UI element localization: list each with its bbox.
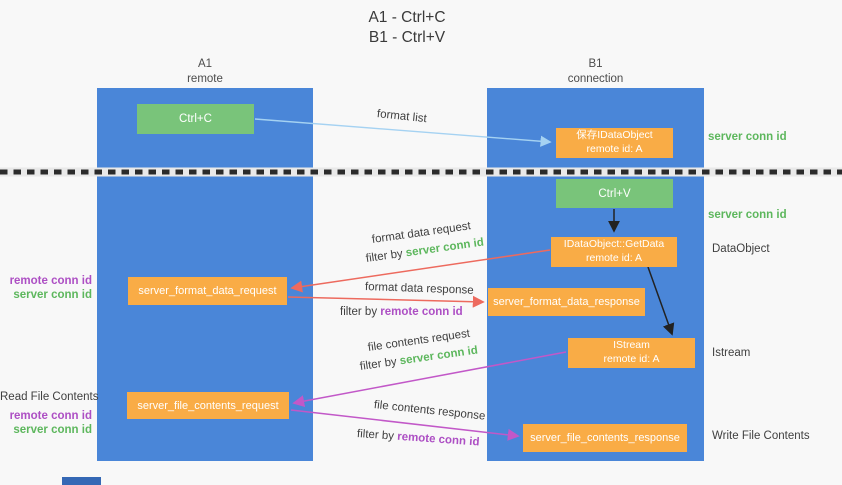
filter-by-text: filter by — [356, 428, 395, 443]
node-save-dataobject-line1: 保存IDataObject — [576, 129, 653, 142]
filter-by-text: filter by — [365, 247, 404, 265]
annotation-server-conn-id-mid: server conn id — [708, 209, 787, 221]
bottom-window-sliver — [62, 477, 101, 485]
annotation-istream: Istream — [712, 347, 751, 359]
title-line-1: A1 - Ctrl+C — [368, 9, 446, 26]
lane-header-b1: B1 connection — [487, 57, 704, 86]
lane-header-a1: A1 remote — [97, 57, 313, 86]
remote-conn-id-text: remote conn id — [380, 306, 463, 318]
annotation-remote-conn-id-2: remote conn id — [9, 410, 92, 422]
remote-conn-id-text: remote conn id — [396, 430, 480, 449]
node-istream: IStream remote id: A — [568, 338, 695, 368]
node-getdata: IDataObject::GetData remote id: A — [551, 237, 677, 267]
edge-label-filter-remote-conn-1: filter by remote conn id — [340, 306, 463, 318]
node-ctrl-c-label: Ctrl+C — [179, 113, 212, 125]
annotation-server-conn-id-top: server conn id — [708, 131, 787, 143]
node-server-file-contents-request-label: server_file_contents_request — [137, 399, 279, 412]
filter-by-text: filter by — [359, 355, 398, 373]
lane-a1-id: A1 — [197, 58, 213, 70]
node-server-format-data-request: server_format_data_request — [128, 277, 287, 305]
edge-label-file-contents-response: file contents response — [373, 399, 486, 423]
edge-label-format-data-response: format data response — [364, 281, 474, 297]
node-server-format-data-response-label: server_format_data_response — [493, 296, 640, 308]
node-istream-line1: IStream — [613, 339, 650, 352]
annotation-server-conn-id-1: server conn id — [13, 289, 92, 301]
lane-a1-name: remote — [187, 72, 223, 85]
edge-label-filter-remote-conn-2: filter by remote conn id — [357, 428, 480, 449]
annotation-server-conn-id-2: server conn id — [13, 424, 92, 436]
node-ctrl-c: Ctrl+C — [137, 104, 254, 134]
node-server-file-contents-response-label: server_file_contents_response — [530, 432, 680, 444]
node-save-dataobject: 保存IDataObject remote id: A — [556, 128, 673, 158]
node-getdata-line1: IDataObject::GetData — [563, 238, 665, 251]
edge-label-format-list: format list — [376, 108, 428, 126]
node-ctrl-v: Ctrl+V — [556, 179, 673, 208]
lane-b1-name: connection — [567, 72, 624, 85]
annotation-remote-conn-id-1: remote conn id — [9, 275, 92, 287]
node-server-format-data-request-label: server_format_data_request — [138, 285, 277, 297]
annotation-dataobject: DataObject — [712, 243, 770, 255]
title-line-2: B1 - Ctrl+V — [368, 29, 446, 47]
node-getdata-line2: remote id: A — [585, 252, 643, 264]
node-ctrl-v-label: Ctrl+V — [598, 187, 631, 200]
annotation-write-file-contents: Write File Contents — [712, 430, 810, 442]
node-server-file-contents-response: server_file_contents_response — [523, 424, 687, 452]
page-title: A1 - Ctrl+C B1 - Ctrl+V — [307, 8, 507, 49]
node-server-format-data-response: server_format_data_response — [488, 288, 645, 316]
node-server-file-contents-request: server_file_contents_request — [127, 392, 289, 419]
server-conn-id-text: server conn id — [405, 236, 485, 260]
filter-by-text: filter by — [340, 306, 378, 318]
node-istream-line2: remote id: A — [603, 353, 660, 365]
lane-b1-id: B1 — [588, 58, 603, 70]
node-save-dataobject-line2: remote id: A — [586, 143, 643, 155]
annotation-read-file-contents: Read File Contents — [0, 391, 99, 403]
